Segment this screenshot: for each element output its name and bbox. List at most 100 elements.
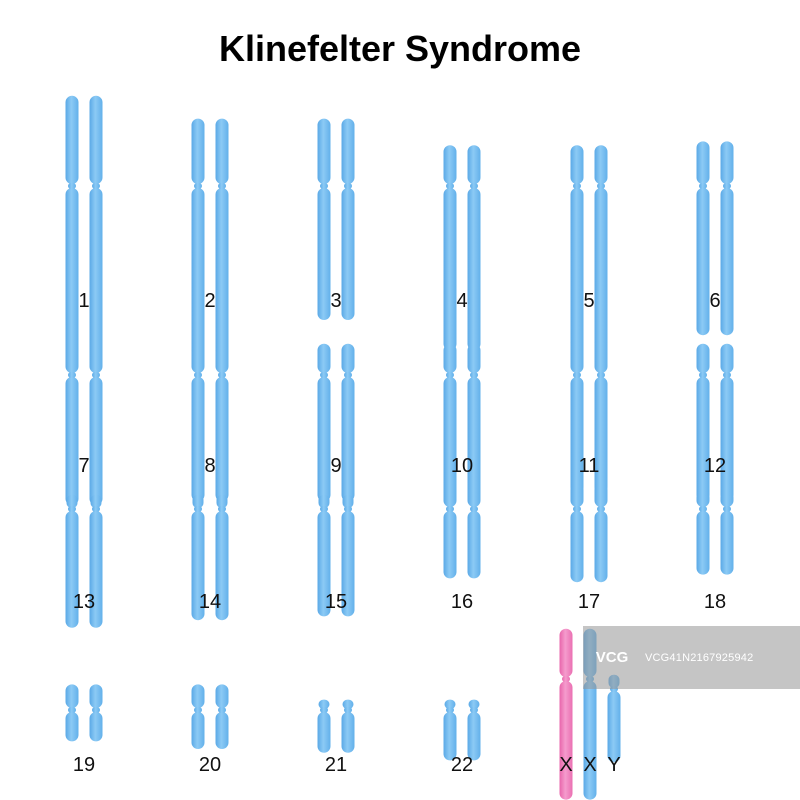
centromere	[446, 506, 454, 512]
chromatid-q-arm	[594, 188, 608, 351]
centromere	[562, 676, 570, 682]
chromatid-p-arm	[696, 491, 710, 507]
chromatid-q-arm	[570, 511, 584, 583]
chromatid-p-arm	[215, 343, 229, 373]
chromatid-q-arm	[443, 377, 457, 502]
centromere	[344, 372, 352, 378]
chromosome-label: 22	[451, 754, 473, 776]
chromatid-q-arm	[583, 681, 597, 800]
chromosome-pair-3: 3	[317, 118, 355, 320]
chromatid-q-arm	[341, 712, 355, 753]
chromosome-label: 4	[456, 290, 467, 312]
sex-chromosome-label: X	[583, 754, 596, 776]
chromatid-p-arm	[570, 483, 584, 507]
chromatid-q-arm	[570, 377, 584, 494]
watermark-text: VCG41N2167925942	[645, 652, 754, 664]
chromosome-label: 1	[78, 290, 89, 312]
centromere	[320, 707, 328, 713]
chromosome-pair-12: 12	[696, 343, 734, 502]
centromere	[573, 183, 581, 189]
chromosome-pair-7: 7	[65, 330, 103, 506]
chromatid-q-arm	[317, 712, 331, 753]
centromere	[92, 506, 100, 512]
chromatid-p-arm	[467, 145, 481, 184]
chromatid-q-arm	[467, 377, 481, 502]
chromatid-q-arm	[594, 377, 608, 494]
centromere	[194, 506, 202, 512]
chromosome-label: 14	[199, 591, 221, 613]
chromatid-q-arm	[89, 511, 103, 628]
chromosome-label: 13	[73, 591, 95, 613]
chromosome-pair-8: 8	[191, 343, 229, 502]
chromosome-pair-16: 16	[443, 475, 481, 613]
chromatid-q-arm	[443, 188, 457, 351]
chromatid-q-arm	[341, 188, 355, 320]
chromosome-label: 16	[451, 591, 473, 613]
chromosome-pair-21: 21	[317, 699, 355, 776]
chromatid-q-arm	[443, 511, 457, 579]
centromere	[320, 183, 328, 189]
chromosome-label: 7	[78, 455, 89, 477]
centromere	[194, 372, 202, 378]
chromatid-q-arm	[570, 188, 584, 351]
centromere	[194, 707, 202, 713]
chromatid-q-arm	[317, 377, 331, 502]
centromere	[68, 372, 76, 378]
chromosome-label: 9	[330, 455, 341, 477]
chromosome-pair-6: 6	[696, 141, 734, 336]
chromatid-q-arm	[65, 511, 79, 628]
chromatid-p-arm	[341, 343, 355, 373]
chromatid-q-arm	[215, 511, 229, 621]
chromatid-q-arm	[341, 377, 355, 502]
chromosome-label: 5	[583, 290, 594, 312]
chromatid-p-arm	[215, 684, 229, 708]
chromatid-q-arm	[215, 188, 229, 370]
chromatid-q-arm	[594, 511, 608, 583]
centromere	[218, 506, 226, 512]
chromatid-p-arm	[191, 343, 205, 373]
watermark: VCG VCG41N2167925942	[583, 626, 800, 689]
centromere	[723, 372, 731, 378]
chromatid-q-arm	[467, 188, 481, 351]
centromere	[68, 506, 76, 512]
chromatid-p-arm	[89, 684, 103, 708]
chromatid-p-arm	[720, 141, 734, 184]
chromosome-pair-19: 19	[65, 684, 103, 776]
centromere	[470, 506, 478, 512]
chromatid-q-arm	[341, 511, 355, 617]
centromere	[344, 707, 352, 713]
chromatid-p-arm	[594, 336, 608, 373]
chromatid-p-arm	[89, 330, 103, 373]
chromosome-pair-18: 18	[696, 491, 734, 613]
chromatid-p-arm	[720, 343, 734, 373]
chromosome-pair-10: 10	[443, 343, 481, 502]
centromere	[446, 372, 454, 378]
sex-chromosome-label: X	[559, 754, 572, 776]
chromatid-q-arm	[89, 377, 103, 506]
chromatid-q-arm	[215, 712, 229, 749]
centromere	[597, 506, 605, 512]
chromatid-p-arm	[65, 95, 79, 184]
centromere	[92, 372, 100, 378]
chromatid-q-arm	[89, 188, 103, 370]
chromosome-pair-5: 5	[570, 145, 608, 351]
sex-chromosome-x: X	[559, 628, 573, 800]
chromatid-q-arm	[65, 188, 79, 370]
chromosome-label: 17	[578, 591, 600, 613]
centromere	[446, 183, 454, 189]
centromere	[68, 707, 76, 713]
chromatid-p-arm	[191, 118, 205, 184]
chromatid-p-arm	[89, 95, 103, 184]
chromatid-p-arm	[317, 118, 331, 184]
sex-chromosome-y: Y	[607, 674, 621, 776]
chromosome-label: 6	[709, 290, 720, 312]
chromatid-p-arm	[341, 118, 355, 184]
chromatid-q-arm	[467, 511, 481, 579]
centromere	[320, 372, 328, 378]
centromere	[92, 707, 100, 713]
centromere	[344, 183, 352, 189]
chromatid-q-arm	[65, 377, 79, 506]
chromosome-pair-11: 11	[570, 336, 608, 494]
chromatid-p-arm	[467, 343, 481, 373]
chromatid-p-arm	[318, 494, 330, 508]
